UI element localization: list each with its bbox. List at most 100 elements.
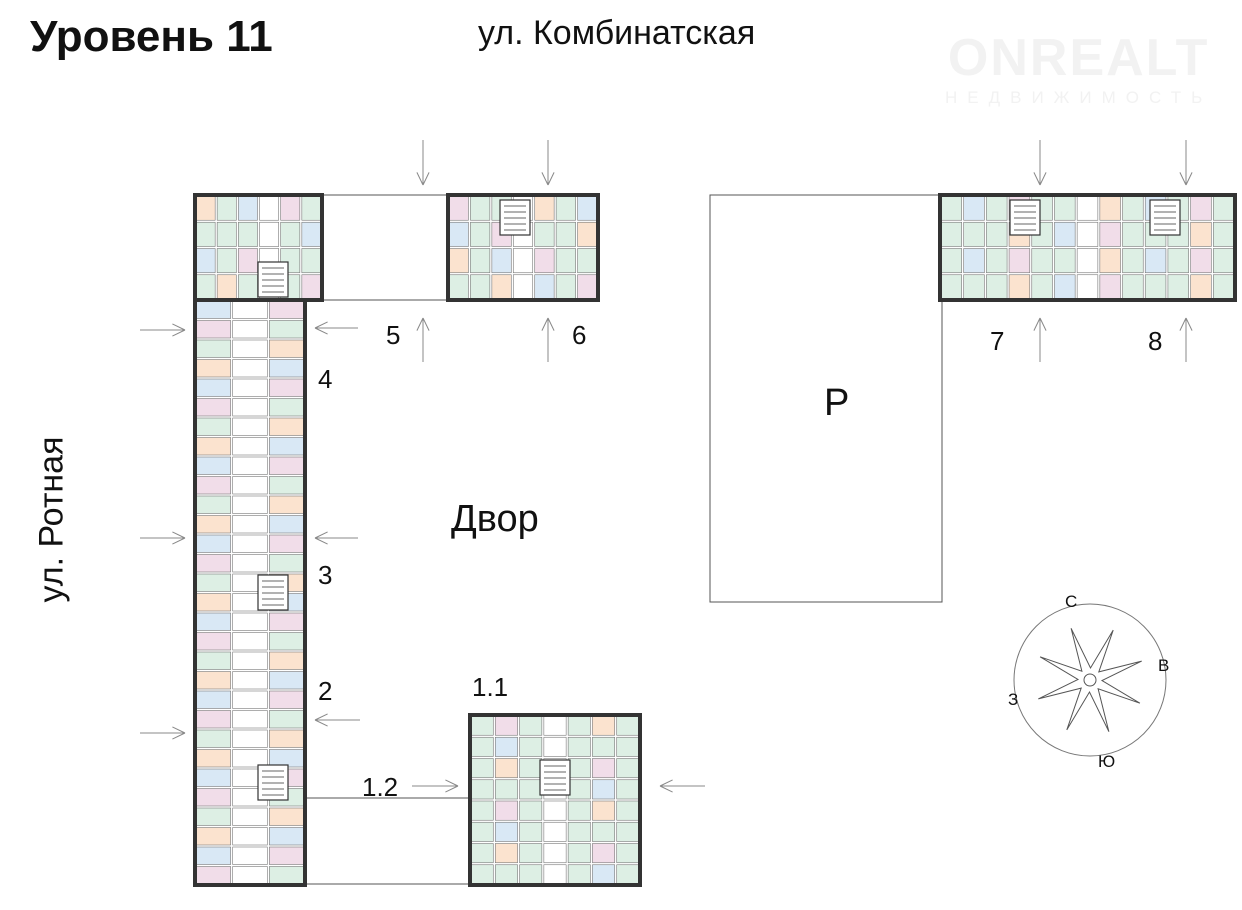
- apartment-unit: [1076, 221, 1099, 247]
- compass-north: С: [1065, 592, 1078, 611]
- apartment-unit: [280, 221, 301, 247]
- apartment-unit: [616, 821, 640, 842]
- apartment-unit: [195, 398, 231, 417]
- apartment-unit: [963, 221, 985, 247]
- apartment-unit: [195, 495, 231, 514]
- apartment-unit: [1167, 248, 1189, 274]
- apartment-unit: [494, 864, 518, 885]
- arrow-head: [314, 537, 328, 545]
- apartment-unit: [195, 339, 231, 358]
- compass-east: В: [1158, 656, 1170, 675]
- apartment-unit: [195, 248, 216, 274]
- apartment-unit: [195, 476, 231, 495]
- apartment-unit: [216, 195, 237, 221]
- section-label-6[interactable]: 6: [572, 320, 587, 350]
- apartment-unit: [986, 248, 1008, 274]
- section-label-5[interactable]: 5: [386, 320, 401, 350]
- section-label-7[interactable]: 7: [990, 326, 1005, 356]
- apartment-unit: [986, 274, 1008, 300]
- apartment-unit: [470, 248, 491, 274]
- apartment-unit: [232, 515, 268, 534]
- apartment-unit: [269, 651, 305, 670]
- apartment-unit: [567, 736, 591, 757]
- arrow-head: [314, 719, 328, 727]
- apartment-unit: [269, 671, 305, 690]
- arrow-head: [422, 317, 430, 331]
- apartment-unit: [1076, 248, 1099, 274]
- apartment-unit: [301, 248, 322, 274]
- apartment-unit: [448, 221, 469, 247]
- apartment-unit: [1213, 248, 1235, 274]
- apartment-unit: [567, 758, 591, 779]
- arrow-head: [172, 323, 186, 331]
- apartment-unit: [494, 715, 518, 736]
- arrow-head: [445, 785, 459, 793]
- arrow-head: [1179, 317, 1187, 331]
- arrow-head: [445, 779, 459, 787]
- section-label-1-2[interactable]: 1.2: [362, 772, 399, 802]
- arrow-head: [659, 785, 673, 793]
- apartment-unit: [592, 821, 616, 842]
- apartment-unit: [616, 715, 640, 736]
- compass-ring: [1013, 603, 1167, 757]
- arrow-head: [314, 327, 328, 335]
- arrow-head: [1185, 172, 1193, 186]
- apartment-unit: [195, 274, 216, 300]
- apartment-unit: [543, 736, 567, 757]
- apartment-unit: [232, 300, 268, 319]
- apartment-unit: [1054, 248, 1076, 274]
- apartment-unit: [470, 195, 491, 221]
- apartment-unit: [232, 827, 268, 846]
- apartment-unit: [232, 320, 268, 339]
- apartment-unit: [616, 736, 640, 757]
- apartment-unit: [534, 274, 555, 300]
- section-label-1-1[interactable]: 1.1: [472, 672, 509, 702]
- apartment-unit: [616, 758, 640, 779]
- apartment-unit: [232, 807, 268, 826]
- apartment-unit: [1054, 274, 1076, 300]
- apartment-unit: [269, 866, 305, 885]
- apartment-unit: [470, 274, 491, 300]
- apartment-unit: [512, 274, 534, 300]
- apartment-unit: [269, 359, 305, 378]
- apartment-unit: [592, 736, 616, 757]
- arrow-head: [422, 172, 430, 186]
- apartment-unit: [232, 710, 268, 729]
- apartment-unit: [567, 821, 591, 842]
- arrow-head: [547, 317, 555, 331]
- apartment-unit: [1190, 248, 1212, 274]
- apartment-unit: [269, 378, 305, 397]
- section-label-3[interactable]: 3: [318, 560, 333, 590]
- apartment-unit: [470, 864, 494, 885]
- apartment-unit: [269, 690, 305, 709]
- apartment-unit: [195, 417, 231, 436]
- apartment-unit: [232, 456, 268, 475]
- apartment-unit: [534, 221, 555, 247]
- apartment-unit: [592, 800, 616, 821]
- apartment-unit: [1008, 248, 1031, 274]
- apartment-unit: [963, 195, 985, 221]
- apartment-unit: [232, 554, 268, 573]
- apartment-unit: [963, 248, 985, 274]
- apartment-unit: [1122, 248, 1144, 274]
- section-label-8[interactable]: 8: [1148, 326, 1163, 356]
- apartment-unit: [494, 779, 518, 800]
- apartment-unit: [269, 827, 305, 846]
- apartment-unit: [232, 339, 268, 358]
- apartment-unit: [195, 827, 231, 846]
- section-label-4[interactable]: 4: [318, 364, 333, 394]
- apartment-unit: [1190, 195, 1212, 221]
- apartment-unit: [494, 758, 518, 779]
- compass-center: [1083, 673, 1097, 687]
- arrow-head: [659, 779, 673, 787]
- apartment-unit: [1076, 274, 1099, 300]
- apartment-unit: [940, 274, 962, 300]
- apartment-unit: [555, 274, 576, 300]
- section-label-2[interactable]: 2: [318, 676, 333, 706]
- apartment-unit: [1213, 274, 1235, 300]
- apartment-unit: [1076, 195, 1099, 221]
- apartment-unit: [1190, 221, 1212, 247]
- apartment-unit: [534, 195, 555, 221]
- apartment-unit: [448, 274, 469, 300]
- apartment-unit: [1031, 248, 1053, 274]
